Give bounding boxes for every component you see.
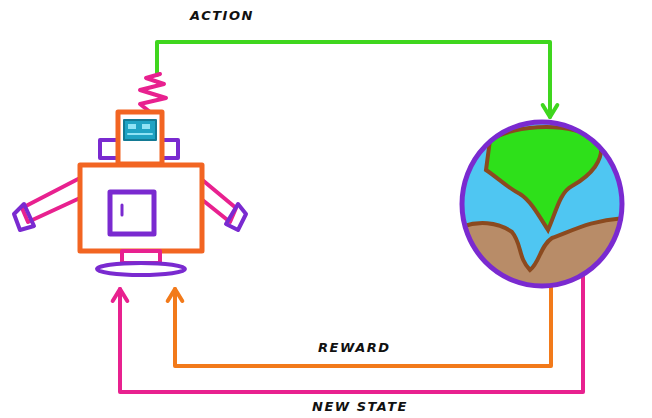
earth-outline (462, 122, 622, 286)
agent-node (5, 70, 250, 285)
robot-screen-mark (121, 205, 124, 215)
connector-line (175, 281, 551, 366)
robot-head (118, 112, 162, 164)
robot-hand (14, 204, 34, 230)
robot-mouth (128, 133, 152, 135)
feedback-connector (168, 281, 551, 366)
feedback-connector (157, 42, 557, 117)
connector-line (120, 275, 583, 392)
feedback-connector (113, 275, 583, 392)
robot-body (80, 165, 202, 251)
robot-hand (226, 204, 246, 230)
robot-antenna (140, 74, 166, 112)
earth-illustration (455, 115, 630, 293)
earth-continent (486, 127, 601, 230)
arrow-head (168, 289, 183, 301)
robot-visor (124, 120, 156, 140)
edge-label: NEW STATE (312, 399, 408, 414)
connector-line (157, 42, 550, 117)
edge-label: REWARD (318, 340, 391, 355)
arrow-head (543, 105, 558, 117)
robot-base (97, 263, 185, 275)
environment-node (455, 115, 630, 293)
robot-eye (128, 124, 136, 129)
robot-illustration (5, 70, 250, 285)
edge-label: ACTION (190, 8, 254, 23)
robot-screen (110, 192, 154, 234)
arrow-head (113, 289, 128, 301)
robot-eye (142, 124, 150, 129)
